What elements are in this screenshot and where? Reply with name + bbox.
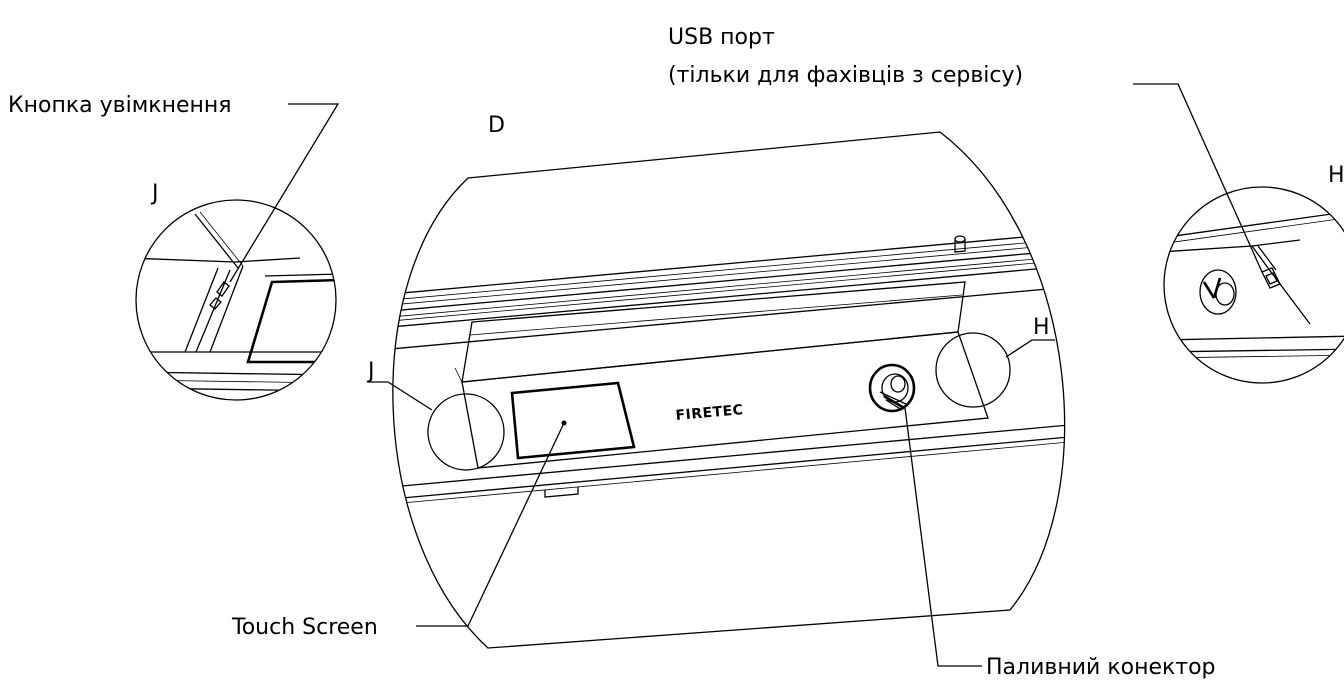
brand-label: FIRETEC [675,402,744,424]
usb-port-label-line1: USB порт [668,25,775,50]
detail-h-letter: H [1328,163,1344,188]
fuel-connector [868,363,916,413]
main-view-outline [392,131,1066,649]
main-view-letter: D [488,113,505,138]
main-detail-view: FIRETEC [368,131,1066,649]
leader-power-button [229,103,340,283]
detail-marker-circle-h [935,332,1011,408]
fuel-connector-label: Паливний конектор [986,655,1216,680]
marker-h-letter: H [1033,315,1050,340]
detail-view-j [135,199,337,401]
touch-screen-display [510,381,636,460]
leader-touch-screen [416,422,565,627]
usb-port-label-line2: (тільки для фахівців з сервісу) [668,63,1023,88]
leader-lines [229,83,1263,667]
detail-j-letter: J [150,181,159,206]
touch-screen-label: Touch Screen [231,615,378,640]
appliance-body [392,231,1065,506]
detail-view-h [1163,186,1344,384]
marker-j-letter: J [366,359,375,384]
detail-marker-circle-j [427,393,505,471]
power-button-label: Кнопка увімкнення [8,93,232,118]
control-panel-flap [461,281,966,383]
leader-usb-port [1133,83,1263,273]
control-panel-face [461,331,989,469]
leader-fuel-connector [904,407,982,667]
power-button [216,281,230,297]
usb-port [1261,267,1281,289]
